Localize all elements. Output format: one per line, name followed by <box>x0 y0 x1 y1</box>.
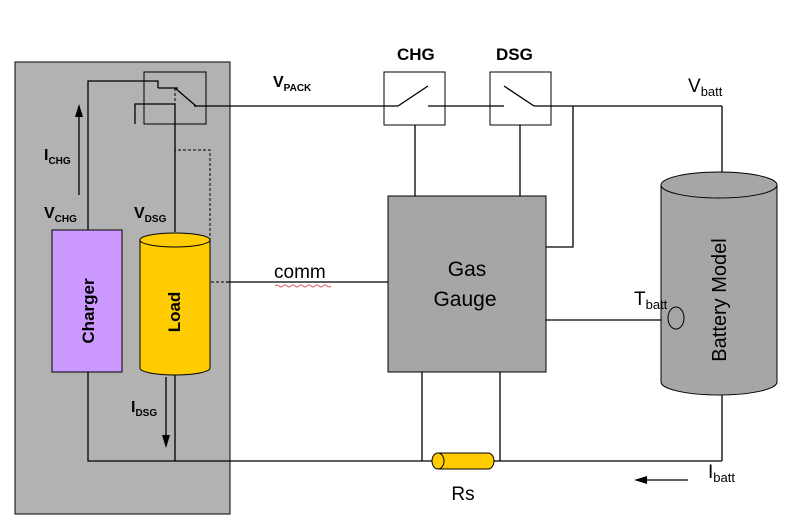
load-label: Load <box>165 292 184 333</box>
temperature-sensor <box>667 306 685 330</box>
gas-gauge-label-line1: Gas <box>448 258 487 281</box>
charger-box <box>51 229 123 373</box>
ichg-label: ICHG <box>44 147 71 167</box>
vbatt-label: Vbatt <box>688 76 723 99</box>
dsg-switch <box>489 71 552 126</box>
rs-resistor <box>431 452 495 470</box>
comm-label: comm <box>274 262 326 283</box>
gas-gauge-box <box>387 195 547 373</box>
wires <box>87 80 723 462</box>
vpack-label: VPACK <box>273 74 312 94</box>
charger-label: Charger <box>79 278 98 344</box>
gas-gauge-label-line2: Gauge <box>433 288 496 311</box>
load-cylinder <box>139 232 211 376</box>
rs-label: Rs <box>451 484 474 505</box>
chg-switch-label: CHG <box>397 45 435 64</box>
ibatt-arrow <box>634 476 688 484</box>
idsg-arrow <box>162 377 170 448</box>
battery-model-cylinder <box>660 171 778 396</box>
comm-underline <box>274 284 332 288</box>
ibatt-label: Ibatt <box>708 462 735 485</box>
idsg-label: IDSG <box>131 399 157 419</box>
battery-model-label: Battery Model <box>709 238 731 361</box>
tbatt-label: Tbatt <box>634 289 668 312</box>
chg-switch <box>383 71 446 126</box>
comm-dashed-line <box>174 88 226 283</box>
vdsg-label: VDSG <box>134 205 167 225</box>
ichg-arrow <box>75 104 83 195</box>
vchg-label: VCHG <box>44 205 77 225</box>
dsg-switch-label: DSG <box>496 45 533 64</box>
